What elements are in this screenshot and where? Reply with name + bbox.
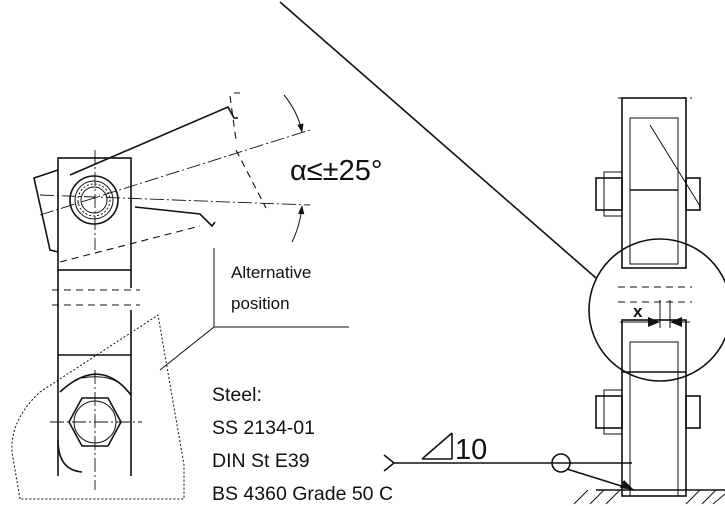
alternative-position-line-1: Alternative [231, 263, 311, 282]
detail-leader-line [279, 1, 597, 279]
dimension-x [620, 300, 690, 328]
weld-size: 10 [455, 434, 487, 466]
steel-grade-2: DIN St E39 [212, 450, 310, 472]
steel-grade-3: BS 4360 Grade 50 C [212, 483, 393, 505]
bushing [69, 175, 119, 225]
steel-specification: Steel: SS 2134-01 DIN St E39 BS 4360 Gra… [212, 384, 393, 505]
steel-grade-1: SS 2134-01 [212, 417, 315, 439]
hex-bolt [68, 397, 122, 447]
alternative-plate [11, 314, 185, 500]
bracket-assembly [33, 92, 311, 490]
alternative-position-line-2: position [231, 294, 290, 313]
dimension-x-label: x [633, 302, 643, 321]
weld-symbol [383, 432, 635, 491]
steel-heading: Steel: [212, 384, 262, 406]
angle-label: α≤±25° [290, 155, 382, 187]
alternative-position-leader [159, 248, 215, 371]
detail-circle [588, 238, 725, 382]
chain-side-view [573, 97, 725, 505]
